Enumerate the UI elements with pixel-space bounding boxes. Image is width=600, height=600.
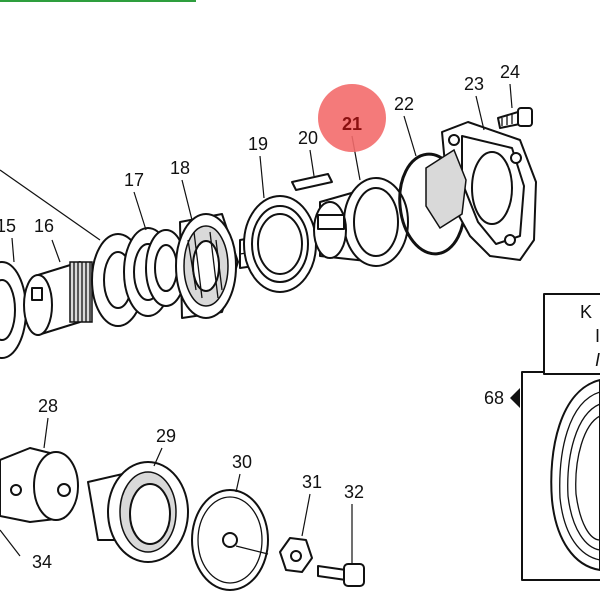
part-18-roller-bearing xyxy=(175,213,239,319)
inset-table: K I I xyxy=(543,293,600,375)
callout-24: 24 xyxy=(500,62,520,82)
callout-20: 20 xyxy=(298,128,318,148)
part-15-ring xyxy=(0,261,27,359)
part-31-nut xyxy=(279,537,313,573)
part-16-keyed-shaft xyxy=(23,261,93,336)
part-68-pulley xyxy=(510,371,600,581)
inset-letter-l1: I xyxy=(595,326,600,346)
callout-23: 23 xyxy=(464,74,484,94)
part-23-housing xyxy=(425,121,537,261)
callout-19: 19 xyxy=(248,134,268,154)
arrow-68 xyxy=(510,388,520,408)
part-32-bolt xyxy=(317,563,365,587)
part-17-washer xyxy=(123,227,187,317)
inset-letter-k: K xyxy=(580,302,592,322)
callout-31: 31 xyxy=(302,472,322,492)
callout-32: 32 xyxy=(344,482,364,502)
part-20-key xyxy=(291,173,333,191)
callout-18: 18 xyxy=(170,158,190,178)
part-19-seal xyxy=(243,195,317,293)
callout-28: 28 xyxy=(38,396,58,416)
part-29-flange-sleeve xyxy=(87,461,189,563)
leader-lines xyxy=(11,83,513,564)
callout-16: 16 xyxy=(34,216,54,236)
part-21-sleeve xyxy=(313,177,409,267)
callout-30: 30 xyxy=(232,452,252,472)
inset-letter-l2: I xyxy=(595,350,600,370)
callout-22: 22 xyxy=(394,94,414,114)
leader-shaft xyxy=(0,169,101,241)
part-24-bolt xyxy=(497,107,533,129)
part-30-disc xyxy=(191,489,269,591)
callout-68: 68 xyxy=(484,388,504,408)
callout-21: 21 xyxy=(342,114,362,134)
callout-labels: 15 16 17 18 19 20 21 22 23 24 28 29 30 3… xyxy=(0,62,520,572)
highlight-21 xyxy=(318,84,386,152)
callout-29: 29 xyxy=(156,426,176,446)
callout-15: 15 xyxy=(0,216,16,236)
top-accent-bar xyxy=(0,0,196,2)
callout-34: 34 xyxy=(32,552,52,572)
callout-17: 17 xyxy=(124,170,144,190)
part-28-coupling xyxy=(0,447,79,557)
